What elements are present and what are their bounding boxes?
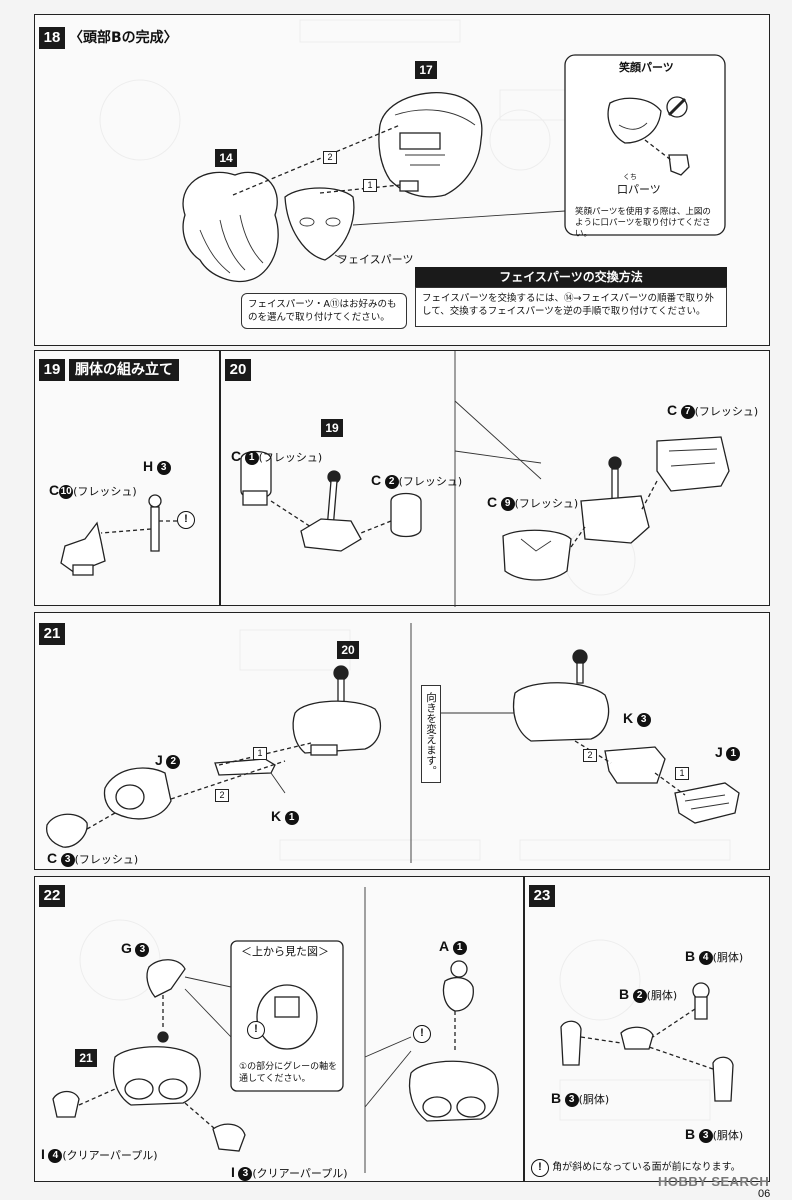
part-21-body	[112, 1046, 201, 1106]
part-label-b2: B 2(胴体)	[619, 986, 678, 1003]
step-20-panel: 20	[220, 350, 770, 607]
part-j1	[674, 782, 740, 824]
hobby-search-watermark: HOBBY SEARCH	[658, 1174, 770, 1189]
part-c9	[502, 529, 572, 581]
part-label-b3-left: B 3(胴体)	[551, 1090, 610, 1107]
part-i4	[52, 1090, 80, 1118]
top-view-warning: !	[247, 1021, 265, 1039]
smile-face-part	[607, 97, 662, 144]
joint-assembly-illustration	[560, 982, 734, 1102]
step-22-panel: 22	[34, 876, 524, 1182]
step-number: 19	[39, 359, 65, 381]
part-20-chest	[292, 700, 382, 754]
part-number-21: 21	[75, 1049, 97, 1067]
part-label-j2: J 2	[155, 753, 181, 769]
part-label-b4: B 4(胴体)	[685, 948, 744, 965]
warning-icon: !	[413, 1025, 431, 1043]
rotate-view-label: 向きを変えます。	[421, 685, 441, 783]
page-number: 06	[758, 1188, 771, 1200]
step-title: 〈頭部Bの完成〉	[69, 30, 178, 46]
part-19-base	[300, 518, 362, 552]
part-c3	[45, 813, 88, 848]
part-b3-left	[560, 1020, 582, 1066]
chest-cover-illustration	[52, 887, 499, 1173]
part-i3	[212, 1123, 246, 1152]
gray-axis-note: ①の部分にグレーの軸を通してください。	[239, 1062, 338, 1084]
step-19-panel: 19 胴体の組み立て H 3 C10(フレッシュ) !	[34, 350, 220, 606]
step-18-panel: 18 〈頭部Bの完成〉	[34, 14, 770, 346]
step-21-panel: 21	[34, 612, 770, 870]
assembly-order-2-right: 2	[583, 749, 597, 762]
attention-mark: !	[177, 511, 195, 529]
assembly-order-1: 1	[253, 747, 267, 760]
chest-assembly-illustration	[45, 623, 740, 863]
part-number-20: 20	[337, 641, 359, 659]
smile-parts-note: 笑顔パーツを使用する際は、上図のように口パーツを取り付けてください。	[575, 207, 711, 239]
rotated-chest	[512, 682, 610, 742]
smile-parts-title: 笑顔パーツ	[619, 61, 674, 74]
part-b3-right	[712, 1056, 734, 1102]
step-title: 胴体の組み立て	[69, 359, 179, 381]
part-label-g3: G 3	[121, 941, 150, 957]
part-label-b3-right: B 3(胴体)	[685, 1126, 744, 1143]
part-number-14: 14	[215, 149, 237, 167]
part-label-a1: A 1	[439, 939, 467, 955]
face-exchange-title: フェイスパーツの交換方法	[415, 267, 727, 287]
warning-icon: !	[247, 1021, 265, 1039]
torso-assembly-illustration	[60, 494, 177, 576]
part-label-j1: J 1	[715, 745, 741, 761]
part-a1	[442, 976, 474, 1012]
part-label-c1: C 1(フレッシュ)	[231, 448, 323, 465]
part-label-c3: C 3(フレッシュ)	[47, 850, 139, 867]
mouth-part	[668, 154, 690, 176]
part-label-c2: C 2(フレッシュ)	[371, 472, 463, 489]
part-label-c10: C10(フレッシュ)	[49, 482, 137, 499]
part-label-i4: I 4(クリアーパープル)	[41, 1146, 158, 1163]
step-number: 20	[225, 359, 251, 381]
part-label-i3: I 3(クリアーパープル)	[231, 1164, 348, 1181]
step-23-panel: 23 B 4(胴体) B 2(胴体) B 3(胴体) B 3(胴体) ! 角が斜…	[524, 876, 770, 1182]
chest-with-cover	[408, 1060, 499, 1122]
part-h3	[150, 506, 160, 552]
part-label-c9: C 9(フレッシュ)	[487, 494, 579, 511]
mouth-ruby: くち	[623, 173, 637, 181]
assembly-order-1-right: 1	[675, 767, 689, 780]
head-assembly-illustration	[182, 54, 726, 283]
warning-icon: !	[177, 511, 195, 529]
part-label-k3: K 3	[623, 711, 651, 727]
face-parts-label: フェイスパーツ	[337, 253, 414, 266]
part-label-c7: C 7(フレッシュ)	[667, 402, 759, 419]
part-b4	[694, 996, 708, 1020]
top-view-label: ＜上から見た図＞	[241, 945, 329, 958]
front-direction-note: ! 角が斜めになっている面が前になります。	[531, 1159, 741, 1177]
mouth-parts-label: 口パーツ	[617, 183, 661, 196]
face-part	[284, 187, 355, 261]
part-c2	[390, 492, 422, 538]
step-number: 23	[529, 885, 555, 907]
step-number: 21	[39, 623, 65, 645]
part-b2	[620, 1026, 654, 1050]
part-c9-base	[580, 495, 650, 544]
step-number: 18	[39, 27, 65, 49]
manual-frame: 18 〈頭部Bの完成〉	[34, 14, 770, 1182]
part-c10	[60, 521, 106, 574]
part-label-h3: H 3	[143, 459, 171, 475]
step-number: 22	[39, 885, 65, 907]
part-label-k1: K 1	[271, 809, 299, 825]
part-g3	[146, 959, 186, 998]
hair-part-14	[182, 171, 279, 283]
assembly-order-2: 2	[323, 151, 337, 164]
face-exchange-text: フェイスパーツを交換するには、⑭→フェイスパーツの順番で取り外して、交換するフェ…	[415, 287, 727, 327]
assembly-order-1: 1	[363, 179, 377, 192]
assembly-order-2: 2	[215, 789, 229, 802]
attention-mark: !	[413, 1025, 431, 1043]
part-k3	[604, 746, 666, 784]
face-selection-note: フェイスパーツ・A⑪はお好みのものを選んで取り付けてください。	[241, 293, 407, 329]
part-number-19: 19	[321, 419, 343, 437]
part-c7	[656, 436, 730, 492]
part-number-17: 17	[415, 61, 437, 79]
warning-icon: !	[531, 1159, 549, 1177]
torso-joint-illustration	[240, 351, 730, 607]
